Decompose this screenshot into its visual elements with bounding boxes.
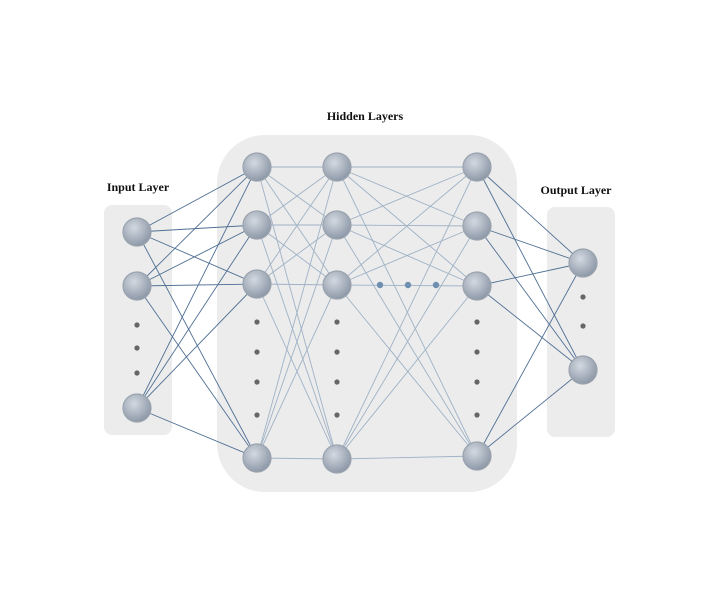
connection-hidden-1-1-to-hidden-2-0 (256, 166, 338, 226)
connection-input-2-to-hidden-1-3 (136, 407, 258, 459)
input-neuron-1 (122, 271, 152, 301)
hidden-3-neuron-0 (462, 152, 492, 182)
output-neuron-0 (568, 248, 598, 278)
output-neuron-1 (568, 355, 598, 385)
ellipsis-dot (134, 322, 140, 328)
connection-input-2-to-hidden-1-0 (136, 166, 258, 409)
ellipsis-dot (254, 319, 260, 325)
connection-hidden-1-3-to-hidden-2-0 (256, 166, 338, 459)
connection-input-1-to-hidden-1-2 (136, 283, 258, 287)
connection-input-2-to-hidden-1-2 (136, 283, 258, 409)
hidden-3-neuron-2 (462, 271, 492, 301)
connection-hidden-3-0-to-output-1 (476, 166, 584, 371)
connection-hidden-2-3-to-hidden-3-3 (336, 455, 478, 460)
connection-input-1-to-hidden-1-1 (136, 224, 258, 287)
connection-hidden-1-2-to-hidden-2-1 (256, 224, 338, 285)
connections (136, 166, 584, 460)
neurons (122, 152, 598, 474)
input-neuron-2 (122, 393, 152, 423)
output-layer-label: Output Layer (540, 183, 612, 197)
hidden-1-neuron-1 (242, 210, 272, 240)
connection-hidden-1-2-to-hidden-2-0 (256, 166, 338, 285)
ellipsis-dot (254, 412, 260, 418)
connection-hidden-2-3-to-hidden-3-2 (336, 285, 478, 460)
connection-input-1-to-hidden-1-3 (136, 285, 258, 459)
hidden-layers-label: Hidden Layers (327, 109, 404, 123)
connection-input-1-to-hidden-1-0 (136, 166, 258, 287)
hidden-2-neuron-3 (322, 444, 352, 474)
hidden-2-neuron-2 (322, 270, 352, 300)
hidden-3-neuron-1 (462, 211, 492, 241)
connection-hidden-2-3-to-hidden-3-0 (336, 166, 478, 460)
ellipsis-dot (474, 412, 480, 418)
connection-hidden-3-2-to-output-1 (476, 285, 584, 371)
horizontal-ellipsis-dot (432, 281, 440, 289)
connection-hidden-3-1-to-output-1 (476, 225, 584, 371)
ellipsis-dots (134, 281, 586, 418)
input-neuron-0 (122, 217, 152, 247)
input-layer-panel (104, 205, 172, 435)
output-layer-panel (547, 207, 615, 437)
ellipsis-dot (334, 412, 340, 418)
ellipsis-dot (334, 319, 340, 325)
hidden-1-neuron-2 (242, 269, 272, 299)
connection-hidden-3-1-to-output-0 (476, 225, 584, 264)
ellipsis-dot (254, 349, 260, 355)
hidden-1-neuron-0 (242, 152, 272, 182)
connection-hidden-3-3-to-output-1 (476, 369, 584, 457)
connection-hidden-2-1-to-hidden-3-3 (336, 224, 478, 457)
ellipsis-dot (134, 370, 140, 376)
input-layer-label: Input Layer (107, 180, 170, 194)
hidden-3-neuron-3 (462, 441, 492, 471)
ellipsis-dot (254, 379, 260, 385)
connection-hidden-3-3-to-output-0 (476, 262, 584, 457)
hidden-2-neuron-1 (322, 210, 352, 240)
ellipsis-dot (334, 349, 340, 355)
connection-input-0-to-hidden-1-2 (136, 231, 258, 285)
hidden-1-neuron-3 (242, 443, 272, 473)
ellipsis-dot (474, 349, 480, 355)
connection-hidden-2-2-to-hidden-3-3 (336, 284, 478, 457)
ellipsis-dot (134, 345, 140, 351)
connection-hidden-3-0-to-output-0 (476, 166, 584, 264)
connection-hidden-2-1-to-hidden-3-0 (336, 166, 478, 226)
ellipsis-dot (580, 294, 586, 300)
ellipsis-dot (334, 379, 340, 385)
ellipsis-dot (474, 379, 480, 385)
connection-hidden-1-3-to-hidden-2-1 (256, 224, 338, 459)
connection-hidden-2-3-to-hidden-3-1 (336, 225, 478, 460)
connection-hidden-2-2-to-hidden-3-1 (336, 225, 478, 286)
connection-input-2-to-hidden-1-1 (136, 224, 258, 409)
connection-input-0-to-hidden-1-3 (136, 231, 258, 459)
ellipsis-dot (474, 319, 480, 325)
hidden-2-neuron-0 (322, 152, 352, 182)
hidden-layers-panel (217, 135, 517, 492)
horizontal-ellipsis-dot (404, 281, 412, 289)
connection-input-0-to-hidden-1-1 (136, 224, 258, 233)
connection-hidden-3-2-to-output-0 (476, 262, 584, 287)
connection-input-0-to-hidden-1-0 (136, 166, 258, 233)
horizontal-ellipsis-dot (376, 281, 384, 289)
connection-hidden-2-2-to-hidden-3-0 (336, 166, 478, 286)
ellipsis-dot (580, 323, 586, 329)
connection-hidden-1-3-to-hidden-2-2 (256, 284, 338, 459)
